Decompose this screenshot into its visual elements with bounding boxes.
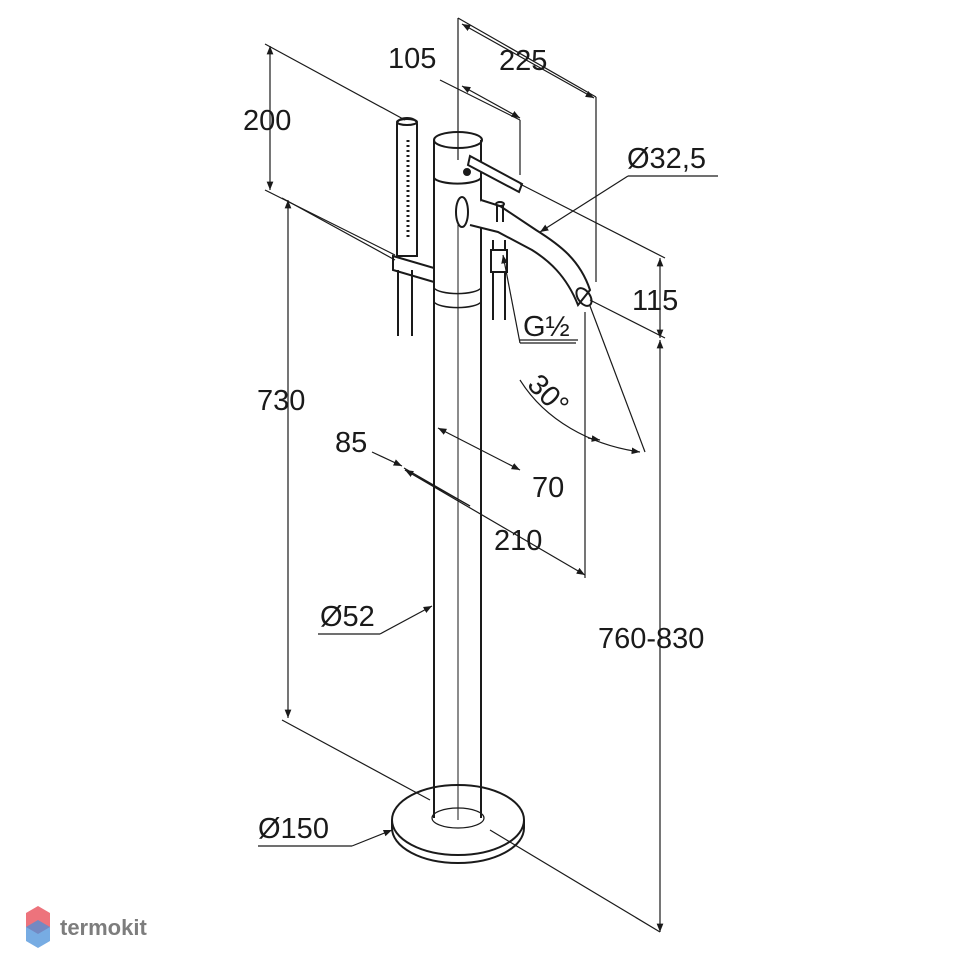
dim-105: 105 [388,43,436,75]
main-column [433,190,482,820]
hand-shower [392,117,435,336]
dim-70: 70 [532,472,564,504]
dim-760-830: 760-830 [598,623,704,655]
dim-85: 85 [335,427,367,459]
dim-thread-g-half: G½ [523,311,570,343]
dim-730: 730 [257,385,305,417]
dim-200: 200 [243,105,291,137]
mixer-lever [463,154,524,194]
spout [455,196,593,307]
dim-diameter-52: Ø52 [320,601,375,633]
dim-diameter-32-5: Ø32,5 [627,143,706,175]
dimension-labels: 105 225 200 Ø32,5 115 G½ 30° 730 85 70 2… [243,43,706,845]
hose-outlet [490,240,508,320]
watermark-text: termokit [60,915,147,940]
dim-225: 225 [499,45,547,77]
termokit-logo-icon [26,906,50,948]
dimension-lines [258,17,718,933]
termokit-watermark: termokit [26,906,147,948]
dim-diameter-150: Ø150 [258,813,329,845]
dim-115: 115 [632,285,678,317]
dim-210: 210 [494,525,542,557]
dim-angle-30: 30° [521,368,575,422]
